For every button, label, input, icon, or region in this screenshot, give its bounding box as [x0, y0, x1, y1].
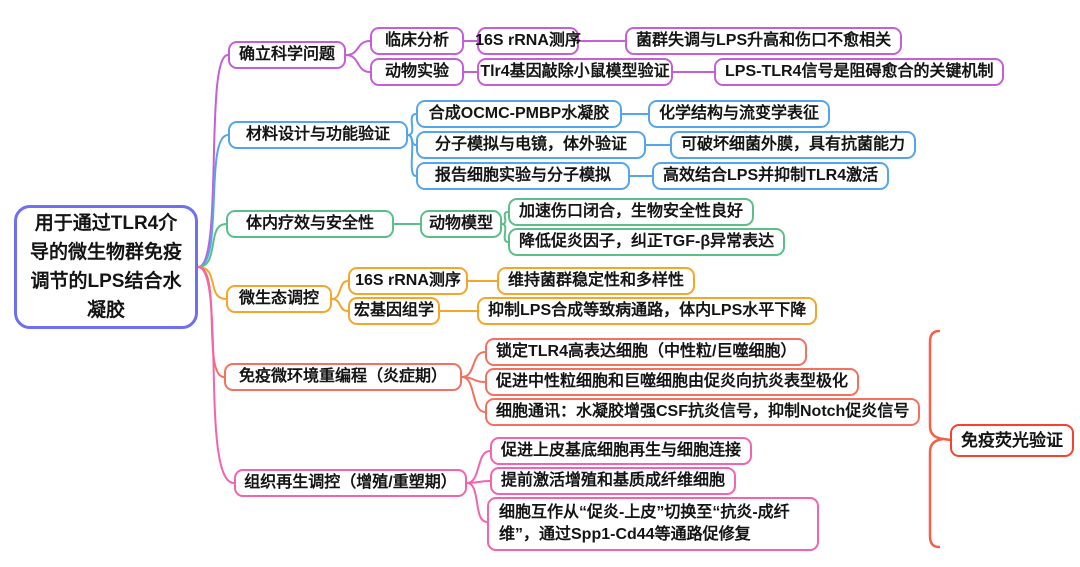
node-invivo-efficacy-safety[interactable]: 体内疗效与安全性 — [226, 210, 394, 238]
node-animal-model[interactable]: 动物模型 — [420, 210, 502, 238]
node-inhibit-lps-synthesis[interactable]: 抑制LPS合成等致病通路，体内LPS水平下降 — [477, 297, 818, 325]
node-tlr4-knockout-model[interactable]: Tlr4基因敲除小鼠模型验证 — [477, 58, 673, 86]
node-16s-rrna-sequencing[interactable]: 16S rRNA测序 — [475, 27, 581, 55]
node-activate-proliferation-fibroblasts[interactable]: 提前激活增殖和基质成纤维细胞 — [490, 467, 737, 495]
node-immunofluorescence-validation[interactable]: 免疫荧光验证 — [950, 424, 1074, 457]
root-connectors — [197, 54, 235, 484]
node-microecology-regulation[interactable]: 微生态调控 — [226, 285, 332, 313]
node-cell-communication-csf-notch[interactable]: 细胞通讯：水凝胶增强CSF抗炎信号，抑制Notch促炎信号 — [485, 398, 921, 426]
node-synthesize-ocmc-pmbp-hydrogel[interactable]: 合成OCMC-PMBP水凝胶 — [416, 100, 622, 128]
node-cell-interaction-switch-spp1-cd44[interactable]: 细胞互作从“促炎-上皮”切换至“抗炎-成纤维”，通过Spp1-Cd44等通路促修… — [487, 497, 819, 551]
node-clinical-analysis[interactable]: 临床分析 — [370, 27, 464, 55]
node-16s-rrna-sequencing-2[interactable]: 16S rRNA测序 — [348, 267, 468, 295]
node-reduce-proinflammatory-tgfb[interactable]: 降低促炎因子，纠正TGF-β异常表达 — [508, 228, 786, 256]
node-dysbiosis-lps-wound[interactable]: 菌群失调与LPS升高和伤口不愈相关 — [625, 27, 903, 55]
node-accelerate-wound-closure[interactable]: 加速伤口闭合，生物安全性良好 — [508, 198, 755, 226]
root-node[interactable]: 用于通过TLR4介导的微生物群免疫调节的LPS结合水凝胶 — [14, 205, 198, 329]
node-material-design-validation[interactable]: 材料设计与功能验证 — [228, 121, 408, 149]
node-animal-experiment[interactable]: 动物实验 — [370, 58, 464, 86]
node-target-tlr4-high-cells[interactable]: 锁定TLR4高表达细胞（中性粒/巨噬细胞） — [485, 338, 808, 366]
node-disrupt-bacterial-membrane[interactable]: 可破坏细菌外膜，具有抗菌能力 — [670, 131, 917, 159]
node-tissue-regeneration-regulation[interactable]: 组织再生调控（增殖/重塑期） — [234, 469, 467, 497]
node-establish-scientific-question[interactable]: 确立科学问题 — [228, 41, 346, 69]
node-maintain-flora-stability[interactable]: 维持菌群稳定性和多样性 — [497, 267, 696, 295]
node-chemical-rheology-characterization[interactable]: 化学结构与流变学表征 — [648, 100, 831, 128]
node-metagenomics[interactable]: 宏基因组学 — [348, 297, 440, 325]
node-immune-reprogramming-inflammatory[interactable]: 免疫微环境重编程（炎症期） — [224, 363, 462, 391]
branch5-connectors — [461, 351, 486, 413]
node-lps-tlr4-key-mechanism[interactable]: LPS-TLR4信号是阻碍愈合的关键机制 — [714, 58, 1005, 86]
node-bind-lps-inhibit-tlr4[interactable]: 高效结合LPS并抑制TLR4激活 — [652, 162, 890, 190]
node-molecular-simulation-em-invitro[interactable]: 分子模拟与电镜，体外验证 — [416, 131, 646, 159]
node-promote-epithelial-basal-regeneration[interactable]: 促进上皮基底细胞再生与细胞连接 — [490, 437, 753, 465]
node-promote-antiinflammatory-polarization[interactable]: 促进中性粒细胞和巨噬细胞由促炎向抗炎表型极化 — [485, 368, 860, 396]
right-brace — [928, 329, 952, 549]
node-reporter-cell-molecular-simulation[interactable]: 报告细胞实验与分子模拟 — [416, 162, 630, 190]
